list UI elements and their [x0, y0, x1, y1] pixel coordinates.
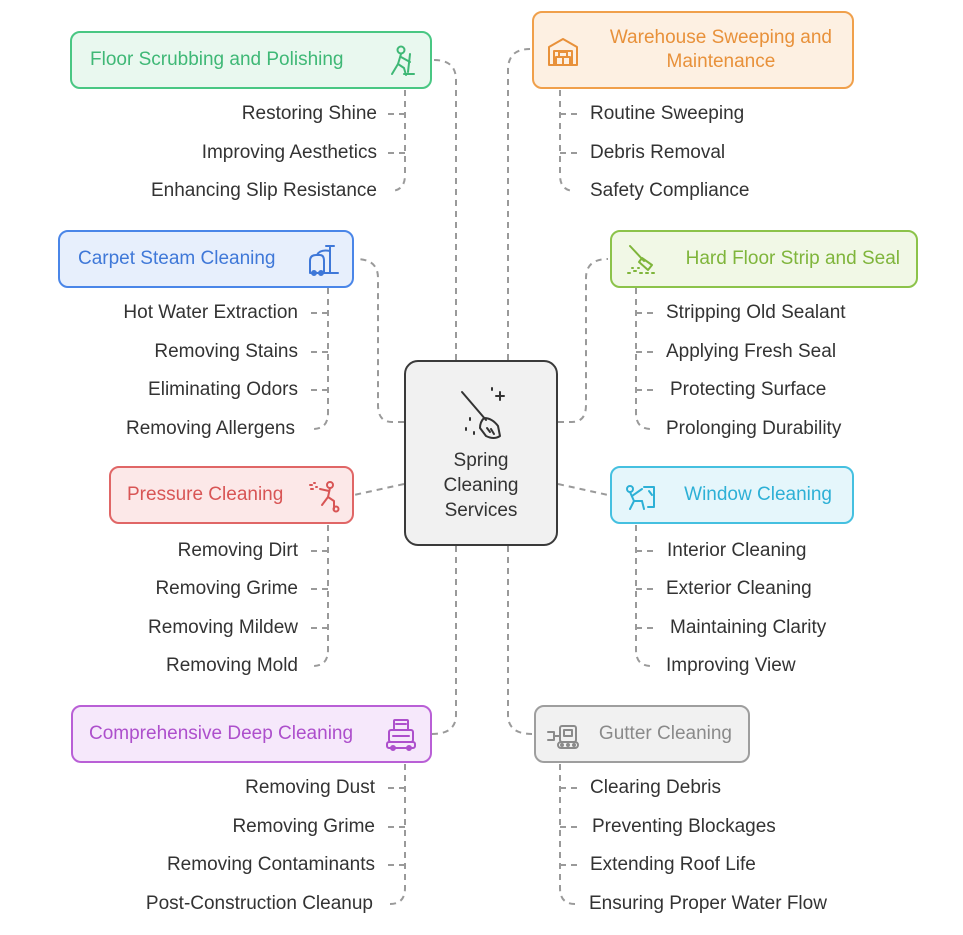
center-node: Spring Cleaning Services: [404, 360, 558, 546]
floor-scrubber-icon: [391, 45, 415, 76]
spine-gutter: [559, 764, 576, 905]
spray-brush-icon: [627, 245, 655, 274]
item-post-construction-cleanup: Post-Construction Cleanup: [145, 893, 373, 914]
item-clearing-debris: Clearing Debris: [590, 777, 721, 798]
window-cleaner-icon: [626, 485, 655, 510]
category-title-line-2: Maintenance: [666, 51, 776, 72]
category-title: Hard Floor Strip and Seal: [685, 248, 900, 269]
category-title: Warehouse Sweeping and Maintenance: [610, 26, 832, 74]
item-debris-removal: Debris Removal: [590, 142, 726, 163]
category-carpet-steam: Carpet Steam Cleaning: [58, 230, 354, 288]
connector-gutter: [507, 546, 533, 735]
item-preventing-blockages: Preventing Blockages: [592, 816, 776, 837]
item-removing-allergens: Removing Allergens: [126, 418, 295, 439]
connector-window: [557, 483, 609, 496]
item-improving-view: Improving View: [666, 655, 796, 676]
category-floor-scrubbing: Floor Scrubbing and Polishing: [70, 31, 432, 89]
category-warehouse-sweeping: Warehouse Sweeping and Maintenance: [532, 11, 854, 89]
spine-pressure: [312, 525, 329, 667]
connector-warehouse: [507, 48, 531, 360]
category-title: Gutter Cleaning: [598, 723, 732, 744]
pressure-washer-icon: [309, 481, 340, 513]
category-title: Comprehensive Deep Cleaning: [89, 723, 354, 744]
item-removing-contaminants: Removing Contaminants: [166, 854, 375, 875]
item-maintaining-clarity: Maintaining Clarity: [670, 617, 827, 638]
item-removing-grime-deep: Removing Grime: [232, 816, 375, 837]
spine-floor: [389, 90, 406, 192]
center-title-line-3: Services: [444, 500, 518, 521]
center-title-line-1: Spring: [453, 450, 509, 471]
item-enhancing-slip-resistance: Enhancing Slip Resistance: [150, 180, 377, 201]
item-removing-dirt: Removing Dirt: [177, 540, 298, 561]
category-hard-floor-strip: Hard Floor Strip and Seal: [610, 230, 918, 288]
gutter-truck-icon: [547, 725, 579, 749]
item-prolonging-durability: Prolonging Durability: [666, 418, 842, 439]
category-title: Floor Scrubbing and Polishing: [90, 49, 344, 70]
connector-carpet: [355, 258, 404, 423]
item-applying-fresh-seal: Applying Fresh Seal: [666, 341, 837, 362]
category-title: Window Cleaning: [684, 484, 832, 505]
spine-carpet: [312, 288, 329, 430]
category-window-cleaning: Window Cleaning: [610, 466, 854, 524]
item-removing-grime-pressure: Removing Grime: [155, 578, 298, 599]
item-removing-mold: Removing Mold: [166, 655, 298, 676]
connector-hardfloor: [558, 258, 609, 423]
spine-warehouse: [559, 90, 576, 192]
connector-deep: [431, 546, 457, 735]
item-exterior-cleaning: Exterior Cleaning: [666, 578, 812, 599]
item-removing-mildew: Removing Mildew: [148, 617, 298, 638]
spine-window: [635, 525, 652, 667]
item-interior-cleaning: Interior Cleaning: [667, 540, 807, 561]
category-gutter-cleaning: Gutter Cleaning: [534, 705, 750, 763]
category-title: Carpet Steam Cleaning: [78, 248, 276, 269]
spine-hardfloor: [635, 288, 652, 430]
connector-floor: [433, 59, 457, 360]
item-protecting-surface: Protecting Surface: [670, 379, 827, 400]
category-title: Pressure Cleaning: [127, 484, 284, 505]
item-improving-aesthetics: Improving Aesthetics: [201, 142, 377, 163]
item-routine-sweeping: Routine Sweeping: [590, 103, 745, 124]
item-restoring-shine: Restoring Shine: [241, 103, 377, 124]
vacuum-icon: [309, 245, 339, 276]
item-safety-compliance: Safety Compliance: [590, 180, 750, 201]
item-removing-dust: Removing Dust: [245, 777, 375, 798]
center-title: Spring Cleaning Services: [444, 448, 519, 523]
cleaning-cart-icon: [386, 719, 416, 751]
connector-pressure: [353, 483, 405, 496]
item-ensuring-water-flow: Ensuring Proper Water Flow: [589, 893, 827, 914]
item-eliminating-odors: Eliminating Odors: [148, 379, 298, 400]
item-hot-water-extraction: Hot Water Extraction: [123, 302, 298, 323]
category-title-line-1: Warehouse Sweeping and: [609, 27, 832, 48]
item-stripping-old-sealant: Stripping Old Sealant: [666, 302, 846, 323]
item-removing-stains: Removing Stains: [154, 341, 298, 362]
broom-sparkle-icon: [461, 387, 505, 439]
category-deep-cleaning: Comprehensive Deep Cleaning: [71, 705, 432, 763]
center-title-line-2: Cleaning: [443, 475, 519, 496]
item-extending-roof-life: Extending Roof Life: [590, 854, 756, 875]
spine-deep: [389, 764, 406, 905]
warehouse-icon: [548, 38, 578, 66]
category-pressure-cleaning: Pressure Cleaning: [109, 466, 354, 524]
